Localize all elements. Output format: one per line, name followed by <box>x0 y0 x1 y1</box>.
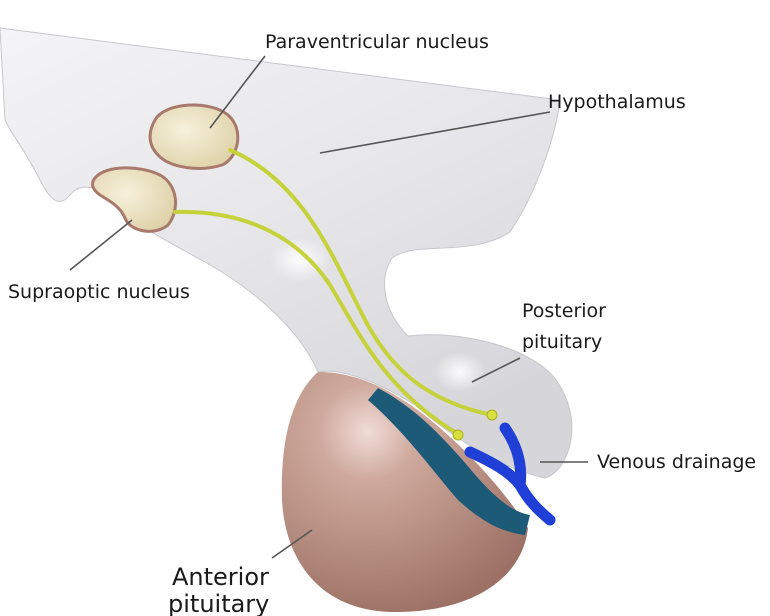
posterior-label-line2: pituitary <box>522 331 602 353</box>
posterior-label-line1: Posterior <box>522 300 606 322</box>
paraventricular-nucleus <box>150 105 238 168</box>
axon-terminal <box>487 410 497 420</box>
anterior-label-line2: pituitary <box>168 590 269 616</box>
supraoptic-leader <box>70 220 132 270</box>
anterior-label-line1: Anterior <box>172 563 269 591</box>
hypothalamus-label: Hypothalamus <box>548 91 686 113</box>
supraoptic-label: Supraoptic nucleus <box>8 281 190 303</box>
supraoptic-nucleus <box>93 168 176 231</box>
venous-drainage-label: Venous drainage <box>597 451 756 473</box>
paraventricular-label: Paraventricular nucleus <box>265 31 489 53</box>
axon-terminal <box>453 430 463 440</box>
tissue-highlight <box>434 352 486 392</box>
